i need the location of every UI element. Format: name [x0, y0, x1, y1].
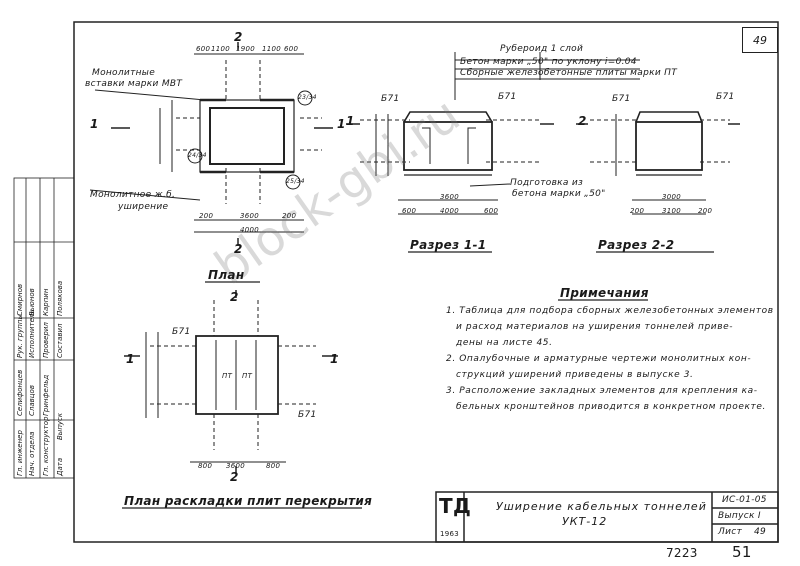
- dim-1100-b: 1100: [262, 45, 282, 53]
- title-line-2: УКТ-12: [562, 515, 608, 528]
- left-stamp-grid: [13, 177, 75, 479]
- dim-3600-a: 3600: [240, 212, 260, 220]
- label-pt-2: ПТ: [242, 372, 253, 380]
- stamp-role-2: Нач. отдела: [28, 431, 36, 476]
- label-monolith-rc-1: Монолитное ж.б.: [90, 190, 176, 200]
- cut-mark-1-sec-left: 1: [346, 114, 355, 128]
- title-line-1: Уширение кабельных тоннелей: [496, 500, 707, 513]
- heading-plan: План: [208, 268, 245, 282]
- label-roof-3: Сборные железобетонные плиты марки ПТ: [460, 68, 678, 78]
- dim-800-a: 800: [198, 462, 213, 470]
- label-monolith-rc-2: уширение: [118, 202, 169, 212]
- note-line-5: струкций уширений приведены в выпуске 3.: [456, 370, 694, 380]
- stamp-role-5: Исполнитель: [28, 309, 36, 358]
- section-1-1-drawing: [346, 52, 640, 215]
- note-line-7: бельных кронштейнов приводится в конкрет…: [456, 402, 766, 412]
- title-sheet-number: 49: [754, 527, 767, 537]
- note-line-2: и расход материалов на уширения тоннелей…: [456, 322, 734, 332]
- heading-section-2-2: Разрез 2-2: [598, 238, 675, 252]
- title-logo: ТД: [439, 494, 472, 518]
- stamp-name-1: Селифонцев: [16, 369, 24, 416]
- note-line-3: дены на листе 45.: [456, 338, 553, 348]
- dim-3600-c: 3600: [226, 462, 246, 470]
- stamp-name-2: Славцов: [28, 385, 36, 416]
- label-pt-1: ПТ: [222, 372, 233, 380]
- dim-200-d: 200: [698, 207, 713, 215]
- dim-3100: 3100: [662, 207, 682, 215]
- stamp-role-3: Гл. конструктор: [42, 416, 50, 476]
- dim-3600-b: 3600: [440, 193, 460, 201]
- cut-mark-1-left: 1: [90, 117, 99, 131]
- dim-600-c: 600: [402, 207, 417, 215]
- plan-drawing: [89, 42, 333, 246]
- stamp-issue-label: Выпуск: [56, 412, 64, 440]
- label-bt1-e: Б71: [172, 327, 191, 337]
- dim-4000-b: 4000: [440, 207, 460, 215]
- note-line-4: 2. Опалубочные и арматурные чертежи моно…: [446, 354, 752, 364]
- dim-1100-a: 1100: [211, 45, 231, 53]
- dim-600-a: 600: [196, 45, 211, 53]
- heading-plan-slabs: План раскладки плит перекрытия: [124, 494, 373, 508]
- cut-mark-2-top: 2: [234, 30, 243, 44]
- bottom-number: 51: [732, 543, 752, 561]
- dim-4000-a: 4000: [240, 226, 260, 234]
- heading-section-1-1: Разрез 1-1: [410, 238, 487, 252]
- stamp-name-4: Смирнов: [16, 283, 24, 316]
- label-prep-2: бетона марки „50": [512, 189, 606, 199]
- stamp-name-7: Полякова: [56, 280, 64, 316]
- heading-notes: Примечания: [560, 286, 649, 300]
- title-code: ИС-01-05: [722, 495, 767, 505]
- dim-800-b: 800: [266, 462, 281, 470]
- cut-mark-2-sec-left: 2: [578, 114, 587, 128]
- stamp-role-6: Проверил: [42, 322, 50, 358]
- cut-mark-2-slab-top: 2: [230, 290, 239, 304]
- stamp-name-5: Вьюнов: [28, 288, 36, 316]
- stamp-name-6: Карпин: [42, 288, 50, 316]
- label-bt1-d: Б71: [716, 92, 735, 102]
- dim-200-a: 200: [199, 212, 214, 220]
- sheet-number: 49: [742, 27, 778, 53]
- label-bt1-b: Б71: [498, 92, 517, 102]
- stamp-date-label: Дата: [56, 457, 64, 476]
- dim-1900: 1900: [236, 45, 256, 53]
- bottom-code: 7223: [666, 546, 698, 560]
- title-year: 1963: [440, 530, 460, 538]
- title-block-grid: [435, 491, 779, 543]
- dim-600-d: 600: [484, 207, 499, 215]
- label-monolith-inserts-1: Монолитные: [92, 68, 156, 78]
- label-roof-2: Бетон марки „50" по уклону i=0.04: [460, 57, 637, 67]
- note-line-1: 1. Таблица для подбора сборных железобет…: [446, 306, 774, 316]
- label-bt1-a: Б71: [381, 94, 400, 104]
- stamp-name-3: Гринфельд: [42, 374, 50, 416]
- cut-mark-1-slab-right: 1: [330, 352, 339, 366]
- callout-23: 23/34: [298, 94, 317, 101]
- label-bt1-c: Б71: [612, 94, 631, 104]
- label-prep-1: Подготовка из: [510, 178, 584, 188]
- dim-200-b: 200: [282, 212, 297, 220]
- cut-mark-1-slab-left: 1: [126, 352, 135, 366]
- label-bt1-f: Б71: [298, 410, 317, 420]
- title-sheet-label: Лист: [718, 527, 743, 537]
- section-2-2-drawing: [576, 111, 740, 215]
- dim-600-b: 600: [284, 45, 299, 53]
- note-line-6: 3. Расположение закладных элементов для …: [446, 386, 758, 396]
- label-monolith-inserts-2: вставки марки МВТ: [85, 79, 183, 89]
- cut-mark-2-bottom: 2: [234, 242, 243, 256]
- dim-200-c: 200: [630, 207, 645, 215]
- title-issue: Выпуск I: [718, 511, 761, 521]
- callout-25: 25/34: [286, 178, 305, 185]
- stamp-role-1: Гл. инженер: [16, 430, 24, 476]
- dim-3000: 3000: [662, 193, 682, 201]
- stamp-role-4: Рук. группы: [16, 314, 24, 358]
- cut-mark-1-right: 1: [337, 117, 346, 131]
- slab-plan-drawing: [124, 290, 338, 474]
- label-roof-1: Рубероид 1 слой: [500, 44, 584, 54]
- stamp-role-7: Составил: [56, 323, 64, 358]
- cut-mark-2-slab-bottom: 2: [230, 470, 239, 484]
- callout-24: 24/34: [188, 152, 207, 159]
